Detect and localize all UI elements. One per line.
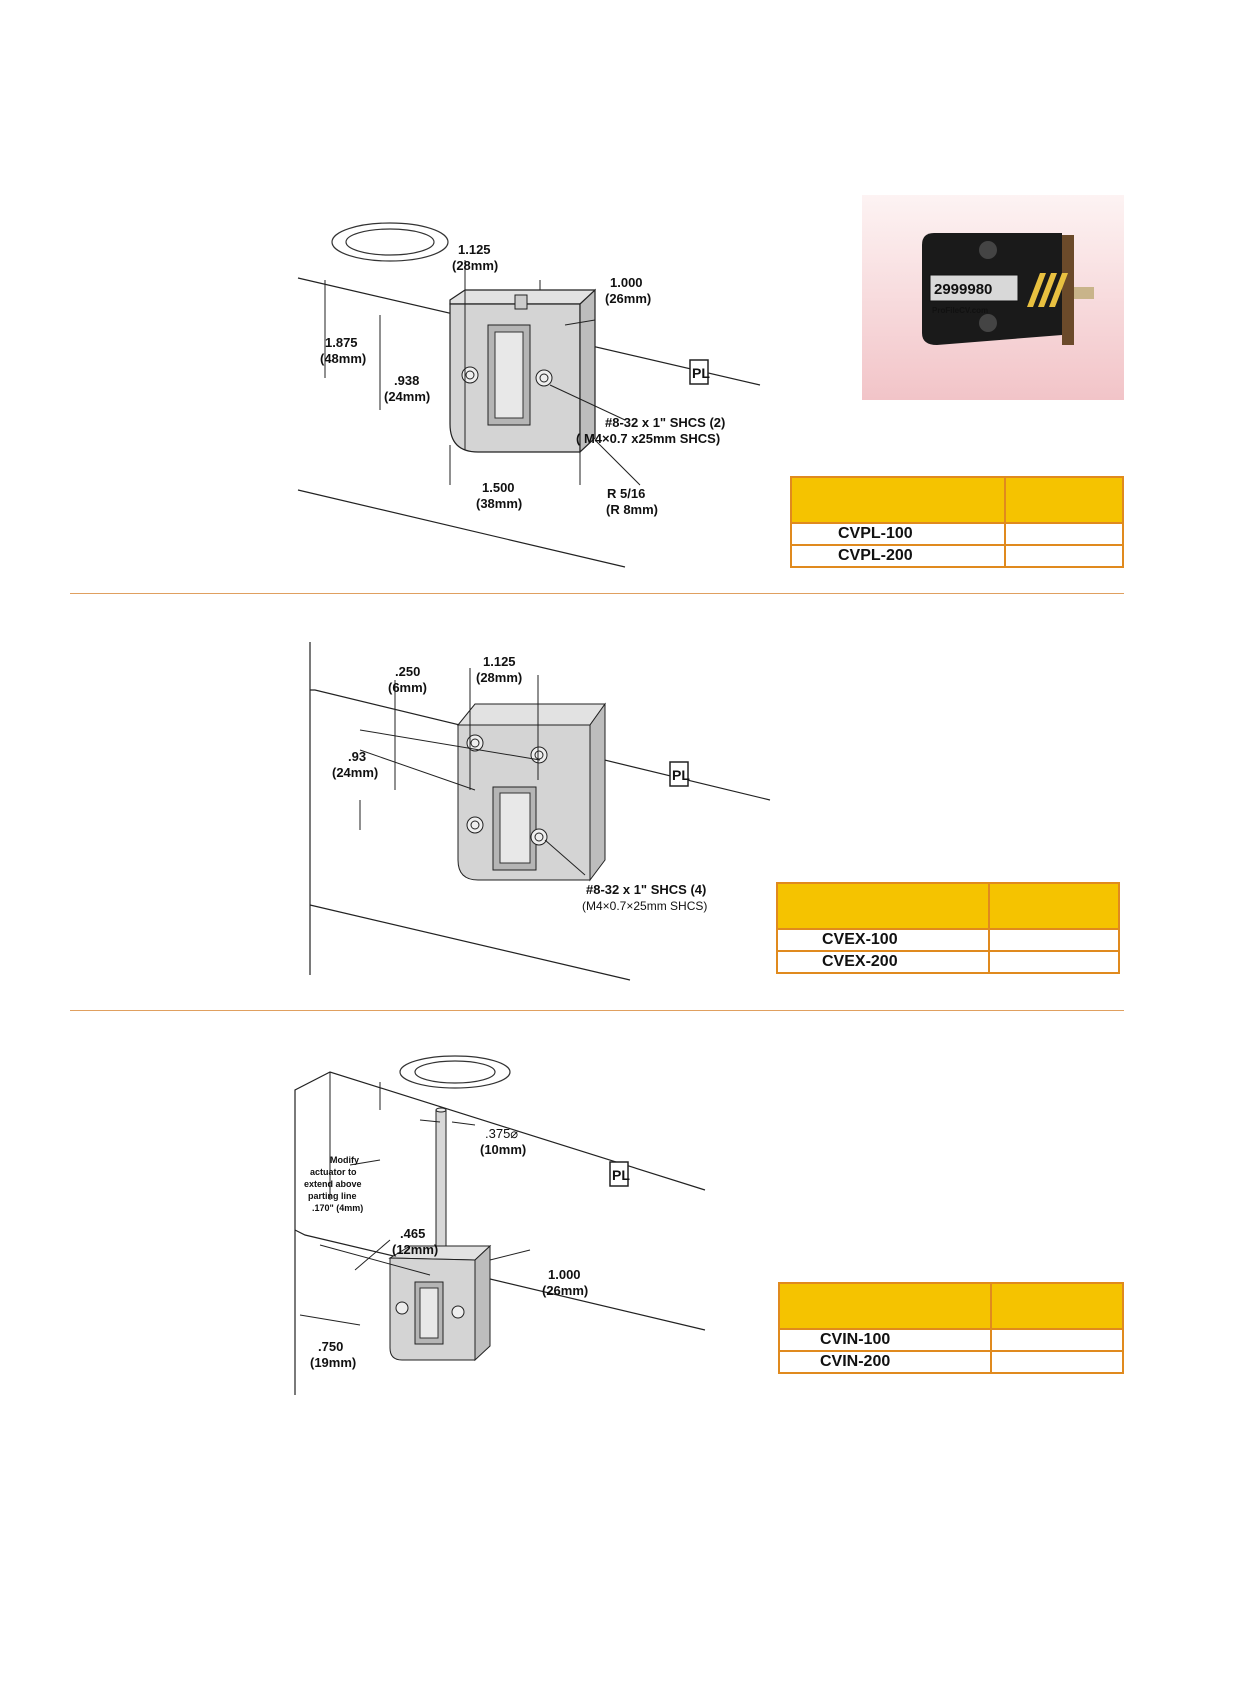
section-divider <box>70 593 1124 594</box>
cvpl-drawing: 1.125 (28mm) 1.000 (26mm) 1.875 (48mm) .… <box>297 222 761 568</box>
svg-text:Modify: Modify <box>330 1155 359 1165</box>
cvpl-base-mm: (38mm) <box>476 496 522 511</box>
cvin-table: CVIN-100 CVIN-200 <box>778 1282 1124 1374</box>
cvpl-screw: #8-32 x 1" SHCS (2) <box>605 415 725 430</box>
svg-text:parting line: parting line <box>308 1191 357 1201</box>
table-row: CVIN-200 <box>778 1350 1124 1374</box>
cvpl-height: 1.875 <box>325 335 358 350</box>
cvex-width-top: 1.125 <box>483 654 516 669</box>
cvex-screw: #8-32 x 1" SHCS (4) <box>586 882 706 897</box>
cvex-table: CVEX-100 CVEX-200 <box>776 882 1120 974</box>
cvin-offset-mm: (12mm) <box>392 1242 438 1257</box>
cvex-width-top-mm: (28mm) <box>476 670 522 685</box>
cvex-half-mm: (24mm) <box>332 765 378 780</box>
cvex-offset: .250 <box>395 664 420 679</box>
svg-text:actuator to: actuator to <box>310 1167 357 1177</box>
cvpl-table: CVPL-100 CVPL-200 <box>790 476 1124 568</box>
svg-text:extend above: extend above <box>304 1179 362 1189</box>
table-row: CVPL-100 <box>790 522 1124 546</box>
cvin-drawing: .375⌀ (10mm) Modify actuator to extend a… <box>294 1055 706 1395</box>
cvpl-width-top-mm: (28mm) <box>452 258 498 273</box>
part-number: CVEX-100 <box>776 928 990 952</box>
parting-line-icon: PL <box>609 1161 630 1187</box>
svg-text:PL: PL <box>612 1167 630 1183</box>
cvin-width: .750 <box>318 1339 343 1354</box>
cvin-note: Modify actuator to extend above parting … <box>304 1155 363 1213</box>
part-number: CVPL-100 <box>790 522 1006 546</box>
table-row: CVEX-100 <box>776 928 1120 952</box>
cvpl-block <box>449 288 596 454</box>
table-row: CVEX-200 <box>776 950 1120 974</box>
svg-text:PL: PL <box>672 767 690 783</box>
part-number: CVIN-200 <box>778 1350 992 1374</box>
cvex-offset-mm: (6mm) <box>388 680 427 695</box>
cvpl-radius: R 5/16 <box>607 486 645 501</box>
cvpl-screw-metric: ( M4×0.7 x25mm SHCS) <box>576 431 720 446</box>
svg-text:PL: PL <box>692 365 710 381</box>
cvex-block <box>456 702 606 882</box>
cvin-depth-mm: (26mm) <box>542 1283 588 1298</box>
table-row: CVIN-100 <box>778 1328 1124 1352</box>
cvin-depth: 1.000 <box>548 1267 581 1282</box>
counter-brand: ProFileCV.com <box>932 306 988 315</box>
parting-line-icon: PL <box>669 761 690 787</box>
part-number: CVEX-200 <box>776 950 990 974</box>
counter-photo: 2999980 ProFileCV.com <box>862 195 1124 400</box>
cvin-pin-dia: .375⌀ <box>485 1126 518 1141</box>
part-number: CVIN-100 <box>778 1328 992 1352</box>
cvpl-radius-mm: (R 8mm) <box>606 502 658 517</box>
cvpl-half: .938 <box>394 373 419 388</box>
cvpl-height-mm: (48mm) <box>320 351 366 366</box>
cvpl-base: 1.500 <box>482 480 515 495</box>
parting-line-icon: PL <box>689 359 710 385</box>
table-row: CVPL-200 <box>790 544 1124 568</box>
cvpl-width-top: 1.125 <box>458 242 491 257</box>
section-divider <box>70 1010 1124 1011</box>
cvpl-depth: 1.000 <box>610 275 643 290</box>
cvex-screw-metric: (M4×0.7×25mm SHCS) <box>582 899 707 913</box>
counter-photo-icon: 2999980 ProFileCV.com <box>922 233 1094 345</box>
cvpl-depth-mm: (26mm) <box>605 291 651 306</box>
cvpl-half-mm: (24mm) <box>384 389 430 404</box>
mold-bore-icon <box>399 1055 511 1089</box>
cvex-half: .93 <box>348 749 366 764</box>
counter-digits: 2999980 <box>934 281 992 298</box>
cvin-pin-mm: (10mm) <box>480 1142 526 1157</box>
part-number: CVPL-200 <box>790 544 1006 568</box>
cvin-offset: .465 <box>400 1226 425 1241</box>
mold-bore-icon <box>331 222 449 262</box>
cvin-width-mm: (19mm) <box>310 1355 356 1370</box>
cvex-drawing: .250 (6mm) 1.125 (28mm) .93 (24mm) #8-32… <box>309 642 771 981</box>
svg-text:.170" (4mm): .170" (4mm) <box>312 1203 363 1213</box>
cvin-block <box>388 1244 492 1362</box>
